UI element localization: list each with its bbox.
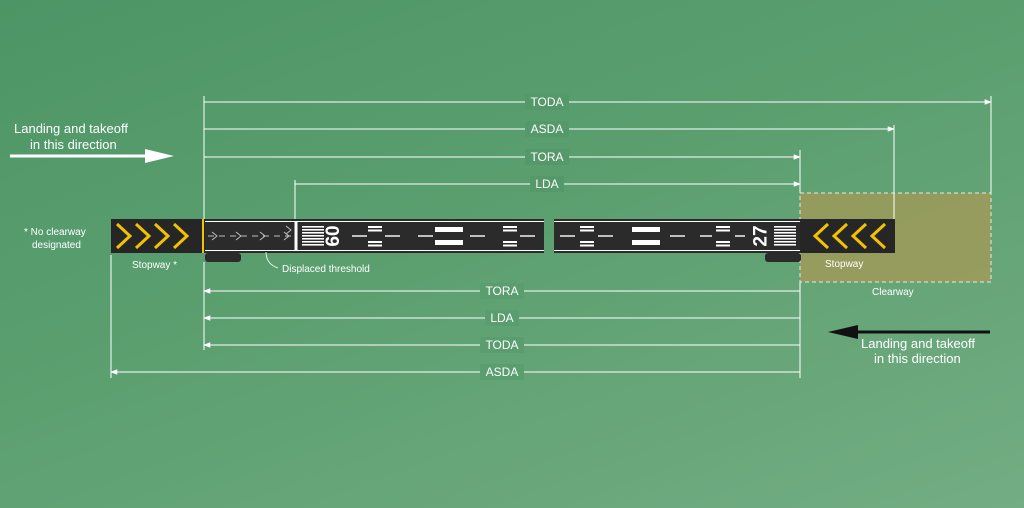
stopway-right-chevrons (812, 222, 887, 250)
no-clearway-note-line2: designated (32, 240, 81, 251)
toda-label-bottom: TODA (485, 338, 518, 352)
stopway-left (111, 219, 205, 253)
direction-left-line1: Landing and takeoff (14, 121, 128, 136)
lda-label-top: LDA (535, 177, 558, 191)
clearway-label: Clearway (872, 287, 914, 298)
asda-label-bottom: ASDA (486, 365, 519, 379)
bottom-dimension-labels: TORA LDA TODA ASDA (480, 283, 524, 380)
displaced-threshold-arrows (208, 225, 292, 241)
lda-label-bottom: LDA (490, 311, 513, 325)
threshold-markings-right (774, 226, 796, 246)
no-clearway-note-line1: * No clearway (24, 227, 86, 238)
runway-shoulder-left (205, 253, 241, 262)
direction-right-line1: Landing and takeoff (861, 336, 975, 351)
runway-left-half (205, 219, 544, 253)
direction-arrow-right (10, 149, 174, 163)
runway-shoulder-right (765, 253, 801, 262)
stopway-right-label: Stopway (825, 259, 863, 270)
displaced-threshold-leader (265, 251, 279, 269)
runway-designator-left: 09 (321, 225, 342, 246)
stopway-left-label: Stopway * (132, 260, 177, 271)
runway-markings-right (560, 226, 745, 247)
tora-label-bottom: TORA (485, 284, 518, 298)
runway-edge-lines (205, 221, 800, 251)
runway-markings-left (352, 226, 535, 247)
direction-right-line2: in this direction (874, 351, 961, 366)
toda-label-top: TODA (530, 95, 563, 109)
top-dimension-lines (204, 99, 992, 187)
direction-arrow-left (828, 325, 990, 339)
top-dimension-labels: TODA ASDA TORA LDA (525, 94, 569, 192)
displaced-threshold-label: Displaced threshold (282, 264, 370, 275)
runway-designator-right: 27 (751, 225, 772, 246)
asda-label-top: ASDA (531, 122, 564, 136)
stopway-left-chevrons (115, 222, 190, 250)
threshold-markings-left (302, 226, 324, 246)
bottom-dimension-lines (110, 288, 800, 375)
direction-left-line2: in this direction (30, 137, 117, 152)
tora-label-top: TORA (530, 150, 563, 164)
